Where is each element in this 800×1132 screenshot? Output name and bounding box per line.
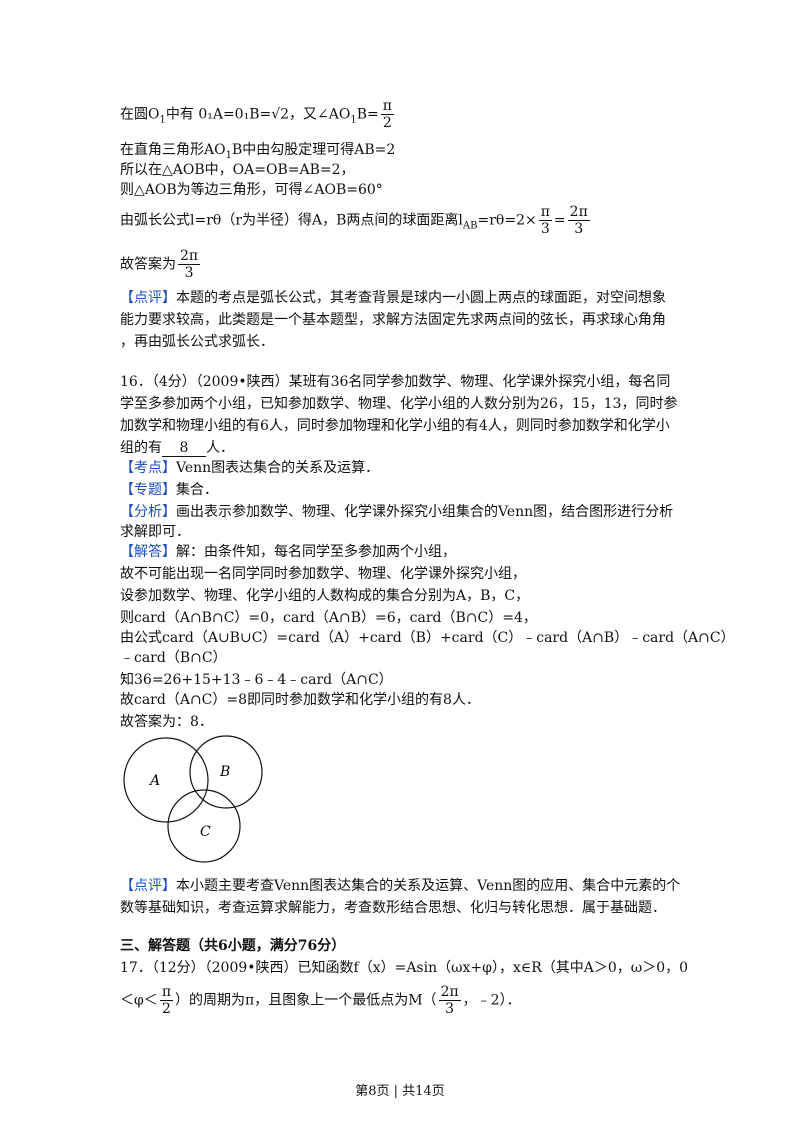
jieda-tag: 【解答】 (120, 544, 176, 560)
sol15-review-line1: 【点评】本题的考点是弧长公式，其考查背景是球内一小圆上两点的球面距，对空间想象 (120, 290, 666, 306)
q16-step4: 由公式card（A∪B∪C）=card（A）+card（B）+card（C）﹣c… (120, 630, 735, 646)
venn-label-a: A (148, 773, 160, 789)
sol15-review-line3: ，再由弧长公式求弧长． (120, 334, 274, 350)
venn-label-b: B (219, 764, 230, 780)
q16-step8: 故答案为：8． (120, 714, 213, 730)
review-tag: 【点评】 (120, 290, 176, 306)
sol15-line4: 则△AOB为等边三角形，可得∠AOB=60° (120, 182, 383, 198)
q16-kaodian: 【考点】Venn图表达集合的关系及运算． (120, 460, 380, 476)
q16-jieda-line1: 【解答】解：由条件知，每名同学至多参加两个小组， (120, 544, 456, 560)
venn-circle-a (123, 737, 209, 823)
q16-line3: 加数学和物理小组的有6人，同时参加物理和化学小组的有4人，则同时参加数学和化学小 (120, 418, 670, 434)
page-footer: 第8页 | 共14页 (355, 1084, 445, 1099)
zhuanti-tag: 【专题】 (120, 482, 176, 498)
q16-review-line1: 【点评】本小题主要考查Venn图表达集合的关系及运算、Venn图的应用、集合中元… (120, 878, 681, 894)
kaodian-tag: 【考点】 (120, 460, 176, 476)
q16-step2: 设参加数学、物理、化学小组的人数构成的集合分别为A，B，C， (120, 588, 530, 604)
fenxi-tag: 【分析】 (120, 504, 176, 520)
q16-line2: 学至多参加两个小组，已知参加数学、物理、化学小组的人数分别为26，15，13，同… (120, 396, 678, 412)
q16-fenxi-line2: 求解即可． (120, 524, 190, 540)
sol15-line3: 所以在△AOB中，OA=OB=AB=2， (120, 162, 355, 178)
q16-step1: 故不可能出现一名同学同时参加数学、物理、化学课外探究小组， (120, 566, 526, 582)
q16-step7: 故card（A∩C）=8即同时参加数学和化学小组的有8人． (120, 692, 480, 708)
q16-line1: 16．（4分）（2009•陕西）某班有36名同学参加数学、物理、化学课外探究小组… (120, 374, 671, 390)
q16-review-line2: 数等基础知识，考查运算求解能力，考查数形结合思想、化归与转化思想．属于基础题． (120, 900, 666, 916)
q16-step3: 则card（A∩B∩C）=0，card（A∩B）=6，card（B∩C）=4， (120, 610, 537, 626)
answer-blank: 8 (162, 440, 206, 457)
sol15-review-line2: 能力要求较高，此类题是一个基本题型，求解方法固定先求两点间的弦长，再求球心角角 (120, 312, 666, 328)
venn-diagram: A B C (123, 735, 263, 863)
venn-circle-c (167, 789, 241, 863)
q16-step6: 知36=26+15+13﹣6﹣4﹣card（A∩C） (120, 672, 393, 688)
q16-zhuanti: 【专题】集合． (120, 482, 218, 498)
q17-line1: 17．（12分）（2009•陕西）已知函数f（x）=Asin（ωx+φ），x∈R… (120, 960, 689, 976)
q16-step5: ﹣card（B∩C） (120, 650, 227, 666)
review-tag: 【点评】 (120, 878, 176, 894)
venn-label-c: C (200, 824, 211, 840)
sol15-line2: 在直角三角形AO1B中由勾股定理可得AB=2 (120, 142, 396, 161)
q16-fenxi-line1: 【分析】画出表示参加数学、物理、化学课外探究小组集合的Venn图，结合图形进行分… (120, 504, 674, 520)
section-heading: 三、解答题（共6小题，满分76分） (120, 938, 346, 954)
venn-circle-b (189, 735, 263, 809)
